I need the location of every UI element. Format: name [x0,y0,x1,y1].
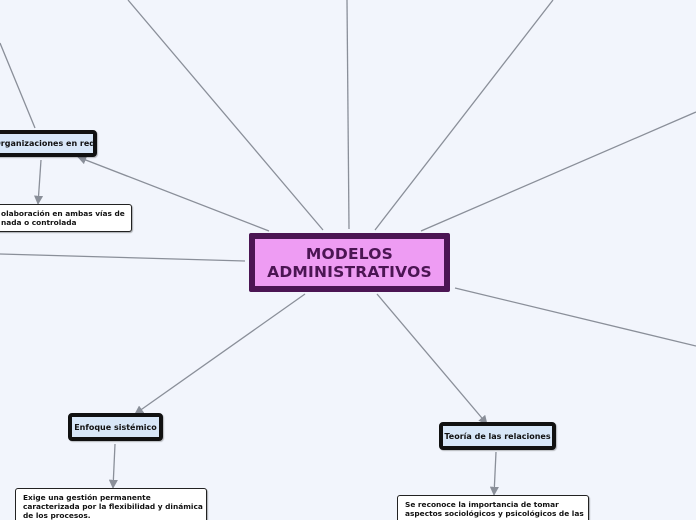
note-line: caracterizada por la flexibilidad y diná… [23,502,203,511]
connector-organizaciones-note [34,159,44,205]
central-title-line2: ADMINISTRATIVOS [267,262,432,281]
connector-to-organizaciones [77,155,270,232]
central-title-line1: MODELOS [305,244,394,263]
connector-organizaciones-upper [0,42,36,129]
topic-enfoque-sistemico[interactable]: Enfoque sistémico [68,413,163,441]
topic-label: Enfoque sistémico [74,422,157,432]
connector-top-right [374,0,554,231]
note-enfoque-sistemico[interactable]: Exige una gestión permanente caracteriza… [15,488,207,520]
note-teoria-de-las-relaciones[interactable]: Se reconoce la importancia de tomar aspe… [397,495,589,520]
central-node[interactable]: MODELOS ADMINISTRATIVOS [249,233,450,292]
connector-enfoque-note [108,443,118,489]
connector-top-center [346,0,350,230]
connector-to-teoria [376,293,488,425]
topic-organizaciones-en-red[interactable]: Organizaciones en red [0,130,97,157]
topic-label: Organizaciones en red [0,139,96,148]
connector-to-enfoque [134,293,306,415]
connector-right-upper [420,111,696,232]
connector-right-lower [454,287,696,347]
note-line: Exige una gestión permanente [23,493,151,502]
note-line: olaboración en ambas vías de [1,209,125,218]
note-line: aspectos sociológicos y psicológicos de … [405,509,584,518]
connector-teoria-note [489,451,499,496]
note-line: nada o controlada [1,218,77,227]
connector-left [0,253,246,262]
connector-top-left [127,0,324,231]
note-line: Se reconoce la importancia de tomar [405,500,559,509]
topic-label: Teoría de las relaciones [444,431,551,441]
topic-teoria-de-las-relaciones[interactable]: Teoría de las relaciones [439,422,556,450]
note-organizaciones-en-red[interactable]: olaboración en ambas vías de nada o cont… [0,204,132,232]
note-line: de los procesos. [23,511,91,520]
